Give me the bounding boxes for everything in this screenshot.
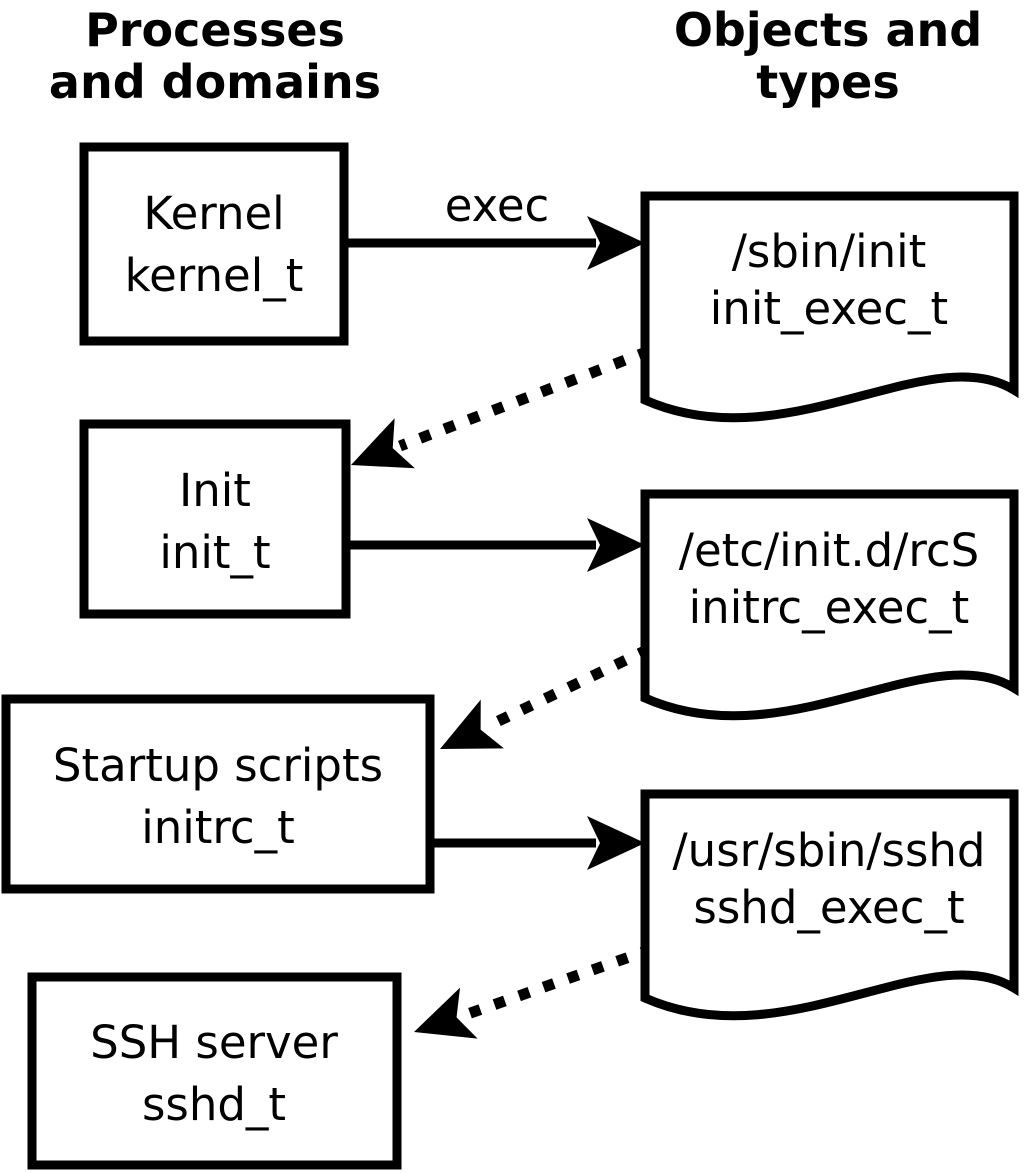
- transition-arrow-initexec-to-init: [340, 345, 651, 491]
- transition-arrow-line: [460, 943, 654, 1022]
- process-name: Startup scripts: [53, 739, 383, 792]
- exec-arrow-kernel-to-init: exec: [348, 179, 645, 270]
- transition-arrow-line: [398, 345, 651, 452]
- process-box: [1, 694, 435, 894]
- object-node-sbin-init: /sbin/init init_exec_t: [645, 196, 1014, 418]
- exec-arrow-init-to-rcs: [350, 518, 645, 572]
- process-domain-type: kernel_t: [125, 249, 304, 302]
- process-name: Init: [179, 464, 251, 517]
- transition-arrow-line: [483, 644, 652, 732]
- header-objects-line1: Objects and: [674, 3, 982, 57]
- process-domain-type: initrc_t: [141, 801, 295, 854]
- transition-arrowhead-icon: [428, 699, 504, 774]
- object-path: /sbin/init: [732, 225, 927, 278]
- process-box: [79, 142, 349, 346]
- process-domain-type: init_t: [159, 526, 270, 579]
- process-domain-type: sshd_t: [142, 1078, 286, 1131]
- process-node-init: Init init_t: [79, 419, 351, 619]
- object-node-etc-initd-rcs: /etc/init.d/rcS initrc_exec_t: [645, 494, 1014, 716]
- object-path: /usr/sbin/sshd: [673, 824, 986, 877]
- object-type: initrc_exec_t: [689, 581, 970, 634]
- process-box: [27, 972, 402, 1170]
- process-node-kernel: Kernel kernel_t: [79, 142, 349, 346]
- header-objects-line2: types: [756, 55, 899, 109]
- column-header-right: Objects and types: [674, 3, 982, 109]
- object-path: /etc/init.d/rcS: [679, 524, 979, 577]
- header-processes-line1: Processes: [85, 3, 345, 57]
- exec-arrow-label: exec: [445, 179, 550, 232]
- transition-arrowhead-icon: [340, 418, 415, 491]
- process-node-ssh-server: SSH server sshd_t: [27, 972, 402, 1170]
- header-processes-line2: and domains: [49, 55, 381, 109]
- exec-arrow-initrc-to-sshd: [434, 816, 645, 870]
- transition-arrow-sshdexec-to-sshd: [405, 943, 654, 1058]
- process-node-startup-scripts: Startup scripts initrc_t: [1, 694, 435, 894]
- object-node-usr-sbin-sshd: /usr/sbin/sshd sshd_exec_t: [645, 794, 1014, 1016]
- column-header-left: Processes and domains: [49, 3, 381, 109]
- transition-arrowhead-icon: [405, 987, 478, 1058]
- process-box: [79, 419, 351, 619]
- transition-arrow-initrcexec-to-initrc: [428, 644, 652, 774]
- process-name: Kernel: [143, 187, 284, 240]
- object-type: init_exec_t: [710, 282, 948, 335]
- object-type: sshd_exec_t: [693, 881, 964, 934]
- process-name: SSH server: [90, 1016, 338, 1069]
